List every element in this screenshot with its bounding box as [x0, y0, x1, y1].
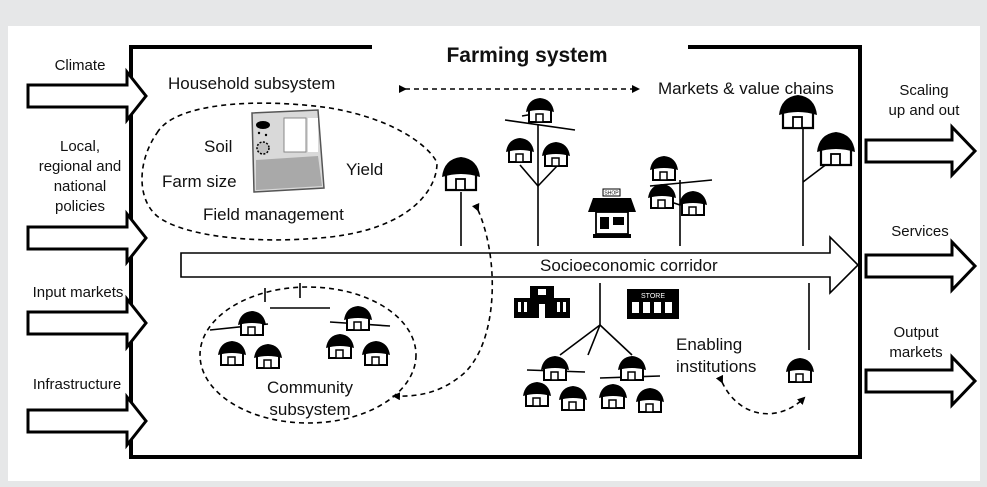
hut-icon — [540, 355, 570, 381]
output-label-output-markets-2: markets — [889, 344, 942, 361]
community-label-2: subsystem — [269, 400, 350, 419]
climate-arrow — [26, 67, 148, 125]
hut-icon — [253, 343, 283, 369]
institution-building-icon — [514, 286, 570, 318]
field-map-icon — [251, 109, 325, 193]
diagram-title: Farming system — [446, 44, 607, 67]
hut-icon — [617, 355, 647, 381]
scaling-arrow — [864, 123, 978, 179]
shop-sign-text: SHOP — [604, 191, 619, 197]
input-label-policies-3: national — [54, 178, 107, 195]
input-label-policies-4: policies — [55, 198, 105, 215]
hut-icon — [678, 190, 708, 216]
output-arrows — [864, 123, 978, 409]
hut-icon — [541, 141, 571, 167]
household-community-link — [392, 202, 494, 401]
input-label-input-markets: Input markets — [33, 284, 124, 301]
institutions-label-2: institutions — [676, 357, 756, 376]
hut-icon — [558, 385, 588, 411]
store-sign-text: STORE — [641, 293, 665, 300]
services-arrow — [864, 238, 978, 294]
hut-icon — [325, 333, 355, 359]
infrastructure-arrow — [26, 392, 148, 450]
policies-arrow — [26, 209, 148, 267]
input-label-policies-2: regional and — [39, 158, 122, 175]
farm-size-label: Farm size — [162, 172, 237, 191]
hut-icon — [343, 305, 373, 331]
institutions-label-1: Enabling — [676, 335, 742, 354]
hut-icon — [777, 93, 819, 130]
store-icon: STORE — [627, 289, 679, 319]
output-markets-arrow — [864, 353, 978, 409]
input-label-infrastructure: Infrastructure — [33, 376, 121, 393]
hut-icon — [525, 97, 555, 123]
household-subsystem-label: Household subsystem — [168, 74, 335, 93]
input-arrows — [26, 67, 148, 450]
household-boundary — [141, 102, 438, 241]
community-label-1: Community — [267, 378, 353, 397]
house-hut-icon — [440, 155, 482, 192]
socioeconomic-corridor-arrow — [180, 235, 860, 295]
hut-icon — [635, 387, 665, 413]
hut-icon — [361, 340, 391, 366]
input-label-policies-1: Local, — [60, 138, 100, 155]
markets-value-chains-label: Markets & value chains — [658, 79, 834, 98]
hut-icon — [649, 155, 679, 181]
hut-icon — [505, 137, 535, 163]
input-label-climate: Climate — [55, 57, 106, 74]
hut-icon — [522, 381, 552, 407]
output-label-scaling-2: up and out — [889, 102, 961, 119]
yield-label: Yield — [346, 160, 383, 179]
hut-icon — [815, 130, 857, 167]
output-label-services: Services — [891, 223, 949, 240]
shop-icon: SHOP — [588, 188, 636, 238]
output-label-scaling-1: Scaling — [899, 82, 948, 99]
farming-system-box — [129, 45, 862, 459]
soil-label: Soil — [204, 137, 232, 156]
hut-icon — [217, 340, 247, 366]
hut-icon — [647, 183, 677, 209]
input-markets-arrow — [26, 294, 148, 352]
output-label-output-markets-1: Output — [893, 324, 939, 341]
hut-icon — [598, 383, 628, 409]
institutions-link — [715, 374, 806, 415]
field-management-label: Field management — [203, 205, 344, 224]
hut-icon — [785, 357, 815, 383]
hut-icon — [237, 310, 267, 336]
corridor-label: Socioeconomic corridor — [540, 256, 718, 275]
